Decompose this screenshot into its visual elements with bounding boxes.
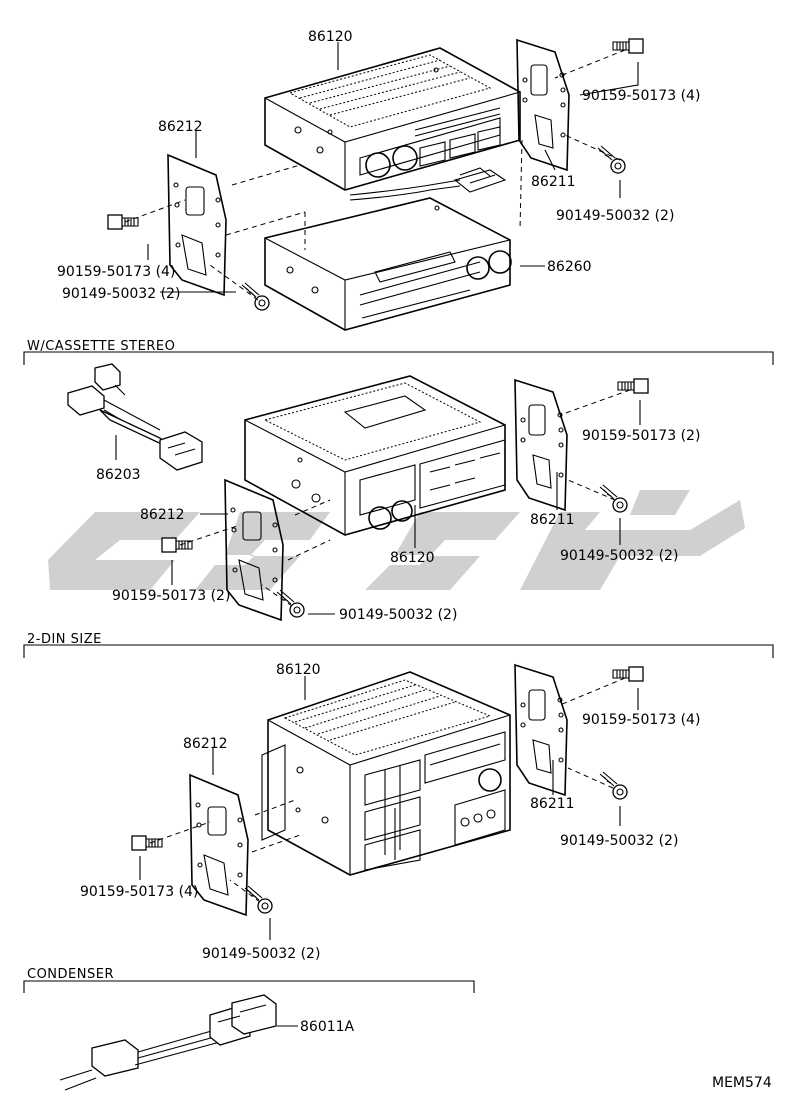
bolt-icon [617, 378, 649, 394]
radio-unit-86120-din [261, 671, 511, 876]
label-90149-50032-din-bottom: 90149-50032 (2) [202, 946, 320, 962]
bolt-icon [612, 666, 644, 682]
watermark-logo [48, 490, 745, 590]
label-90149-50032: 90149-50032 (2) [556, 208, 674, 224]
label-86120-mid: 86120 [390, 550, 435, 566]
screw-icon [241, 282, 270, 311]
radio-unit-86120-mid [244, 375, 506, 536]
screw-icon [599, 771, 628, 800]
bolt-icon [161, 537, 193, 553]
label-90159-50173-mid-left: 90159-50173 (2) [112, 588, 230, 604]
cassette-unit-86260 [264, 197, 512, 331]
bracket-86211-mid [514, 379, 568, 511]
screw-icon [244, 885, 273, 914]
label-90159-50173-left: 90159-50173 (4) [57, 264, 175, 280]
label-86212: 86212 [158, 119, 203, 135]
label-90159-50173-din-left: 90159-50173 (4) [80, 884, 198, 900]
label-86211-mid: 86211 [530, 512, 575, 528]
label-90149-50032-din: 90149-50032 (2) [560, 833, 678, 849]
label-90159-50173: 90159-50173 (4) [582, 88, 700, 104]
label-86011A: 86011A [300, 1019, 355, 1035]
bolt-icon [131, 835, 163, 851]
label-86203: 86203 [96, 467, 141, 483]
label-90149-50032-mid-bottom: 90149-50032 (2) [339, 607, 457, 623]
section-top-assembly: 86120 86212 90159-50173 (4) 86211 90149-… [57, 29, 700, 331]
section-2-din: 2-DIN SIZE 86120 90159-50 [23, 632, 774, 962]
bracket-86212-din [189, 774, 249, 916]
label-90149-50032-left: 90149-50032 (2) [62, 286, 180, 302]
section-title-2-din: 2-DIN SIZE [27, 632, 102, 647]
bolt-icon [107, 214, 139, 230]
bracket-86211-din [514, 664, 568, 796]
section-cassette-stereo: W/CASSETTE STEREO [23, 339, 774, 623]
label-86212-din: 86212 [183, 736, 228, 752]
label-86212-mid: 86212 [140, 507, 185, 523]
bracket-86211-top [516, 39, 570, 171]
screw-icon [597, 145, 626, 174]
radio-unit-86120 [264, 47, 521, 193]
section-condenser: CONDENSER 86011A [23, 967, 475, 1091]
label-86211: 86211 [531, 174, 576, 190]
diagram-code: MEM574 [712, 1075, 772, 1091]
bracket-86212-top [167, 154, 227, 296]
label-90159-50173-mid: 90159-50173 (2) [582, 428, 700, 444]
screw-icon [599, 484, 628, 513]
label-86211-din: 86211 [530, 796, 575, 812]
condenser-86011A [59, 994, 298, 1091]
label-86120: 86120 [308, 29, 353, 45]
label-90149-50032-mid: 90149-50032 (2) [560, 548, 678, 564]
label-90159-50173-din: 90159-50173 (4) [582, 712, 700, 728]
label-86120-din: 86120 [276, 662, 321, 678]
label-86260: 86260 [547, 259, 592, 275]
section-title-cassette: W/CASSETTE STEREO [27, 339, 175, 354]
harness-86203 [67, 363, 203, 471]
section-title-condenser: CONDENSER [27, 967, 114, 982]
bolt-icon [612, 38, 644, 54]
